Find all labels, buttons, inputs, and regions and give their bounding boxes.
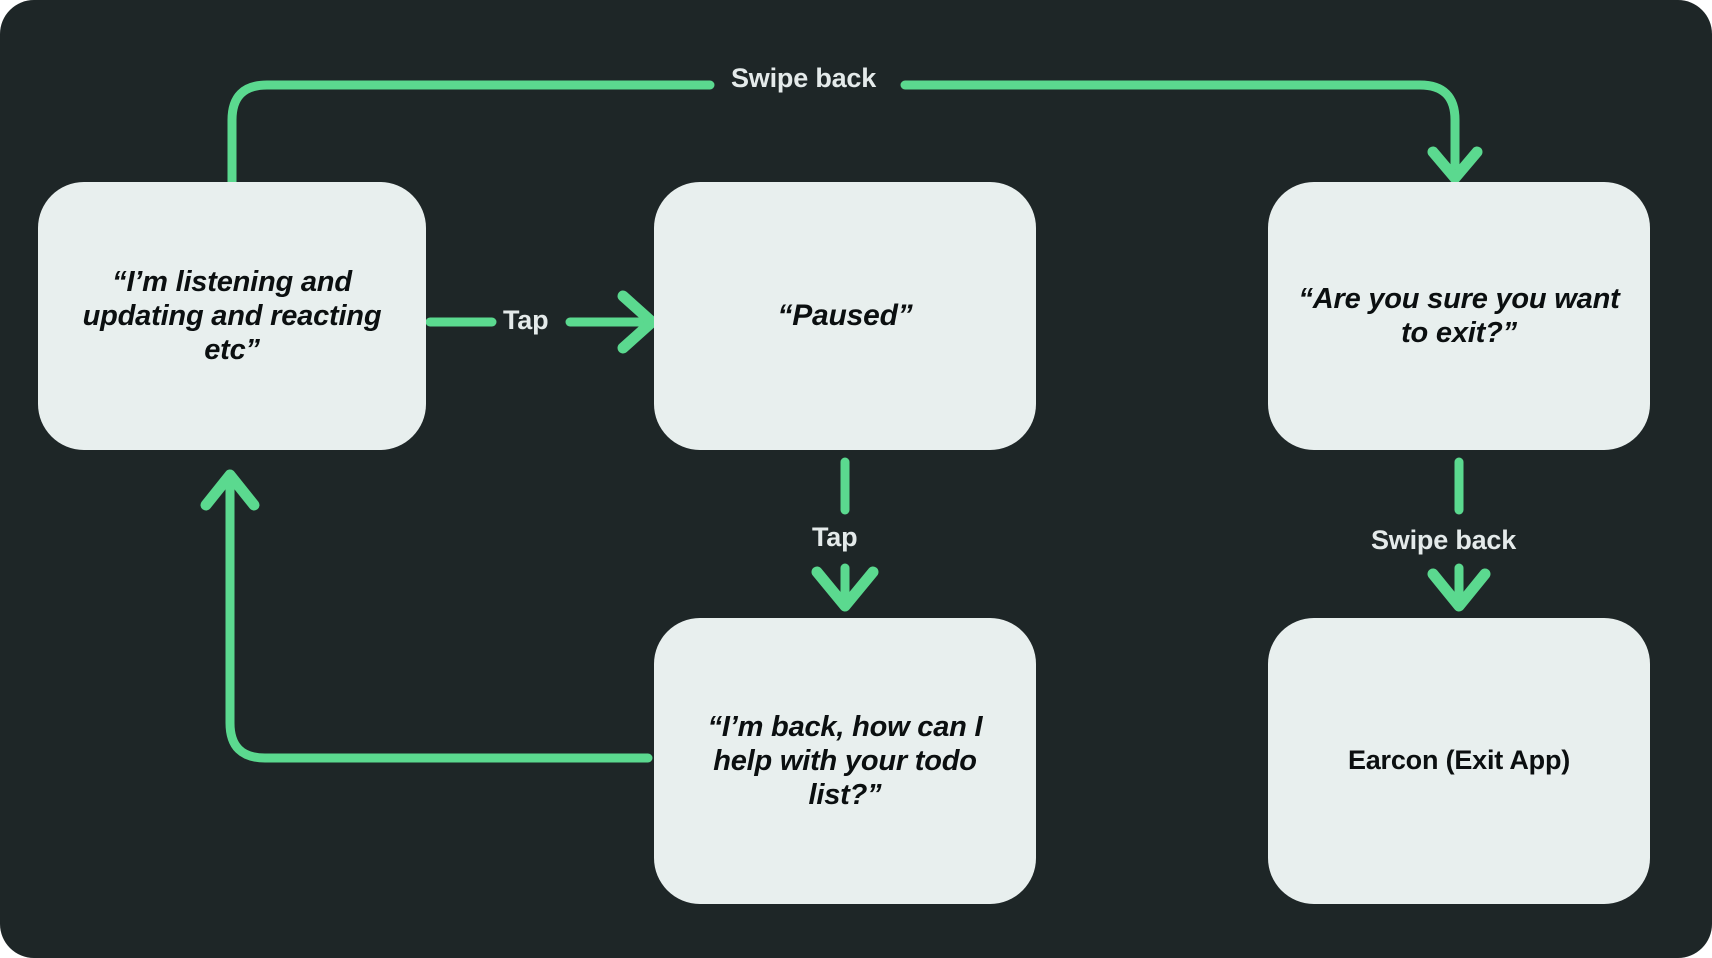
node-earcon-label: Earcon (Exit App) — [1347, 745, 1571, 776]
node-confirm-exit-label: “Are you sure you want to exit?” — [1298, 282, 1620, 349]
node-paused[interactable]: “Paused” — [654, 182, 1036, 450]
node-back-todo[interactable]: “I’m back, how can I help with your todo… — [654, 618, 1036, 904]
node-earcon[interactable]: Earcon (Exit App) — [1268, 618, 1650, 904]
edge-label-tap-paused-back: Tap — [812, 522, 858, 552]
edge-tap-listening-paused — [425, 290, 658, 354]
edge-label-swipe-back-confirm-earcon: Swipe back — [1371, 525, 1517, 555]
edge-swipe-back-confirm-earcon — [1427, 457, 1491, 612]
node-back-todo-label: “I’m back, how can I help with your todo… — [707, 710, 983, 812]
node-listening[interactable]: “I’m listening and updating and reacting… — [38, 182, 426, 450]
node-paused-label: “Paused” — [777, 299, 913, 333]
edge-label-swipe-back-top: Swipe back — [731, 63, 877, 93]
edge-tap-paused-back — [811, 457, 879, 612]
node-listening-label: “I’m listening and updating and reacting… — [82, 265, 382, 367]
edge-loop-back-to-listening — [200, 469, 653, 763]
node-confirm-exit[interactable]: “Are you sure you want to exit?” — [1268, 182, 1650, 450]
edge-swipe-back-top — [227, 80, 1483, 187]
edge-label-tap-listening-paused: Tap — [503, 305, 549, 335]
